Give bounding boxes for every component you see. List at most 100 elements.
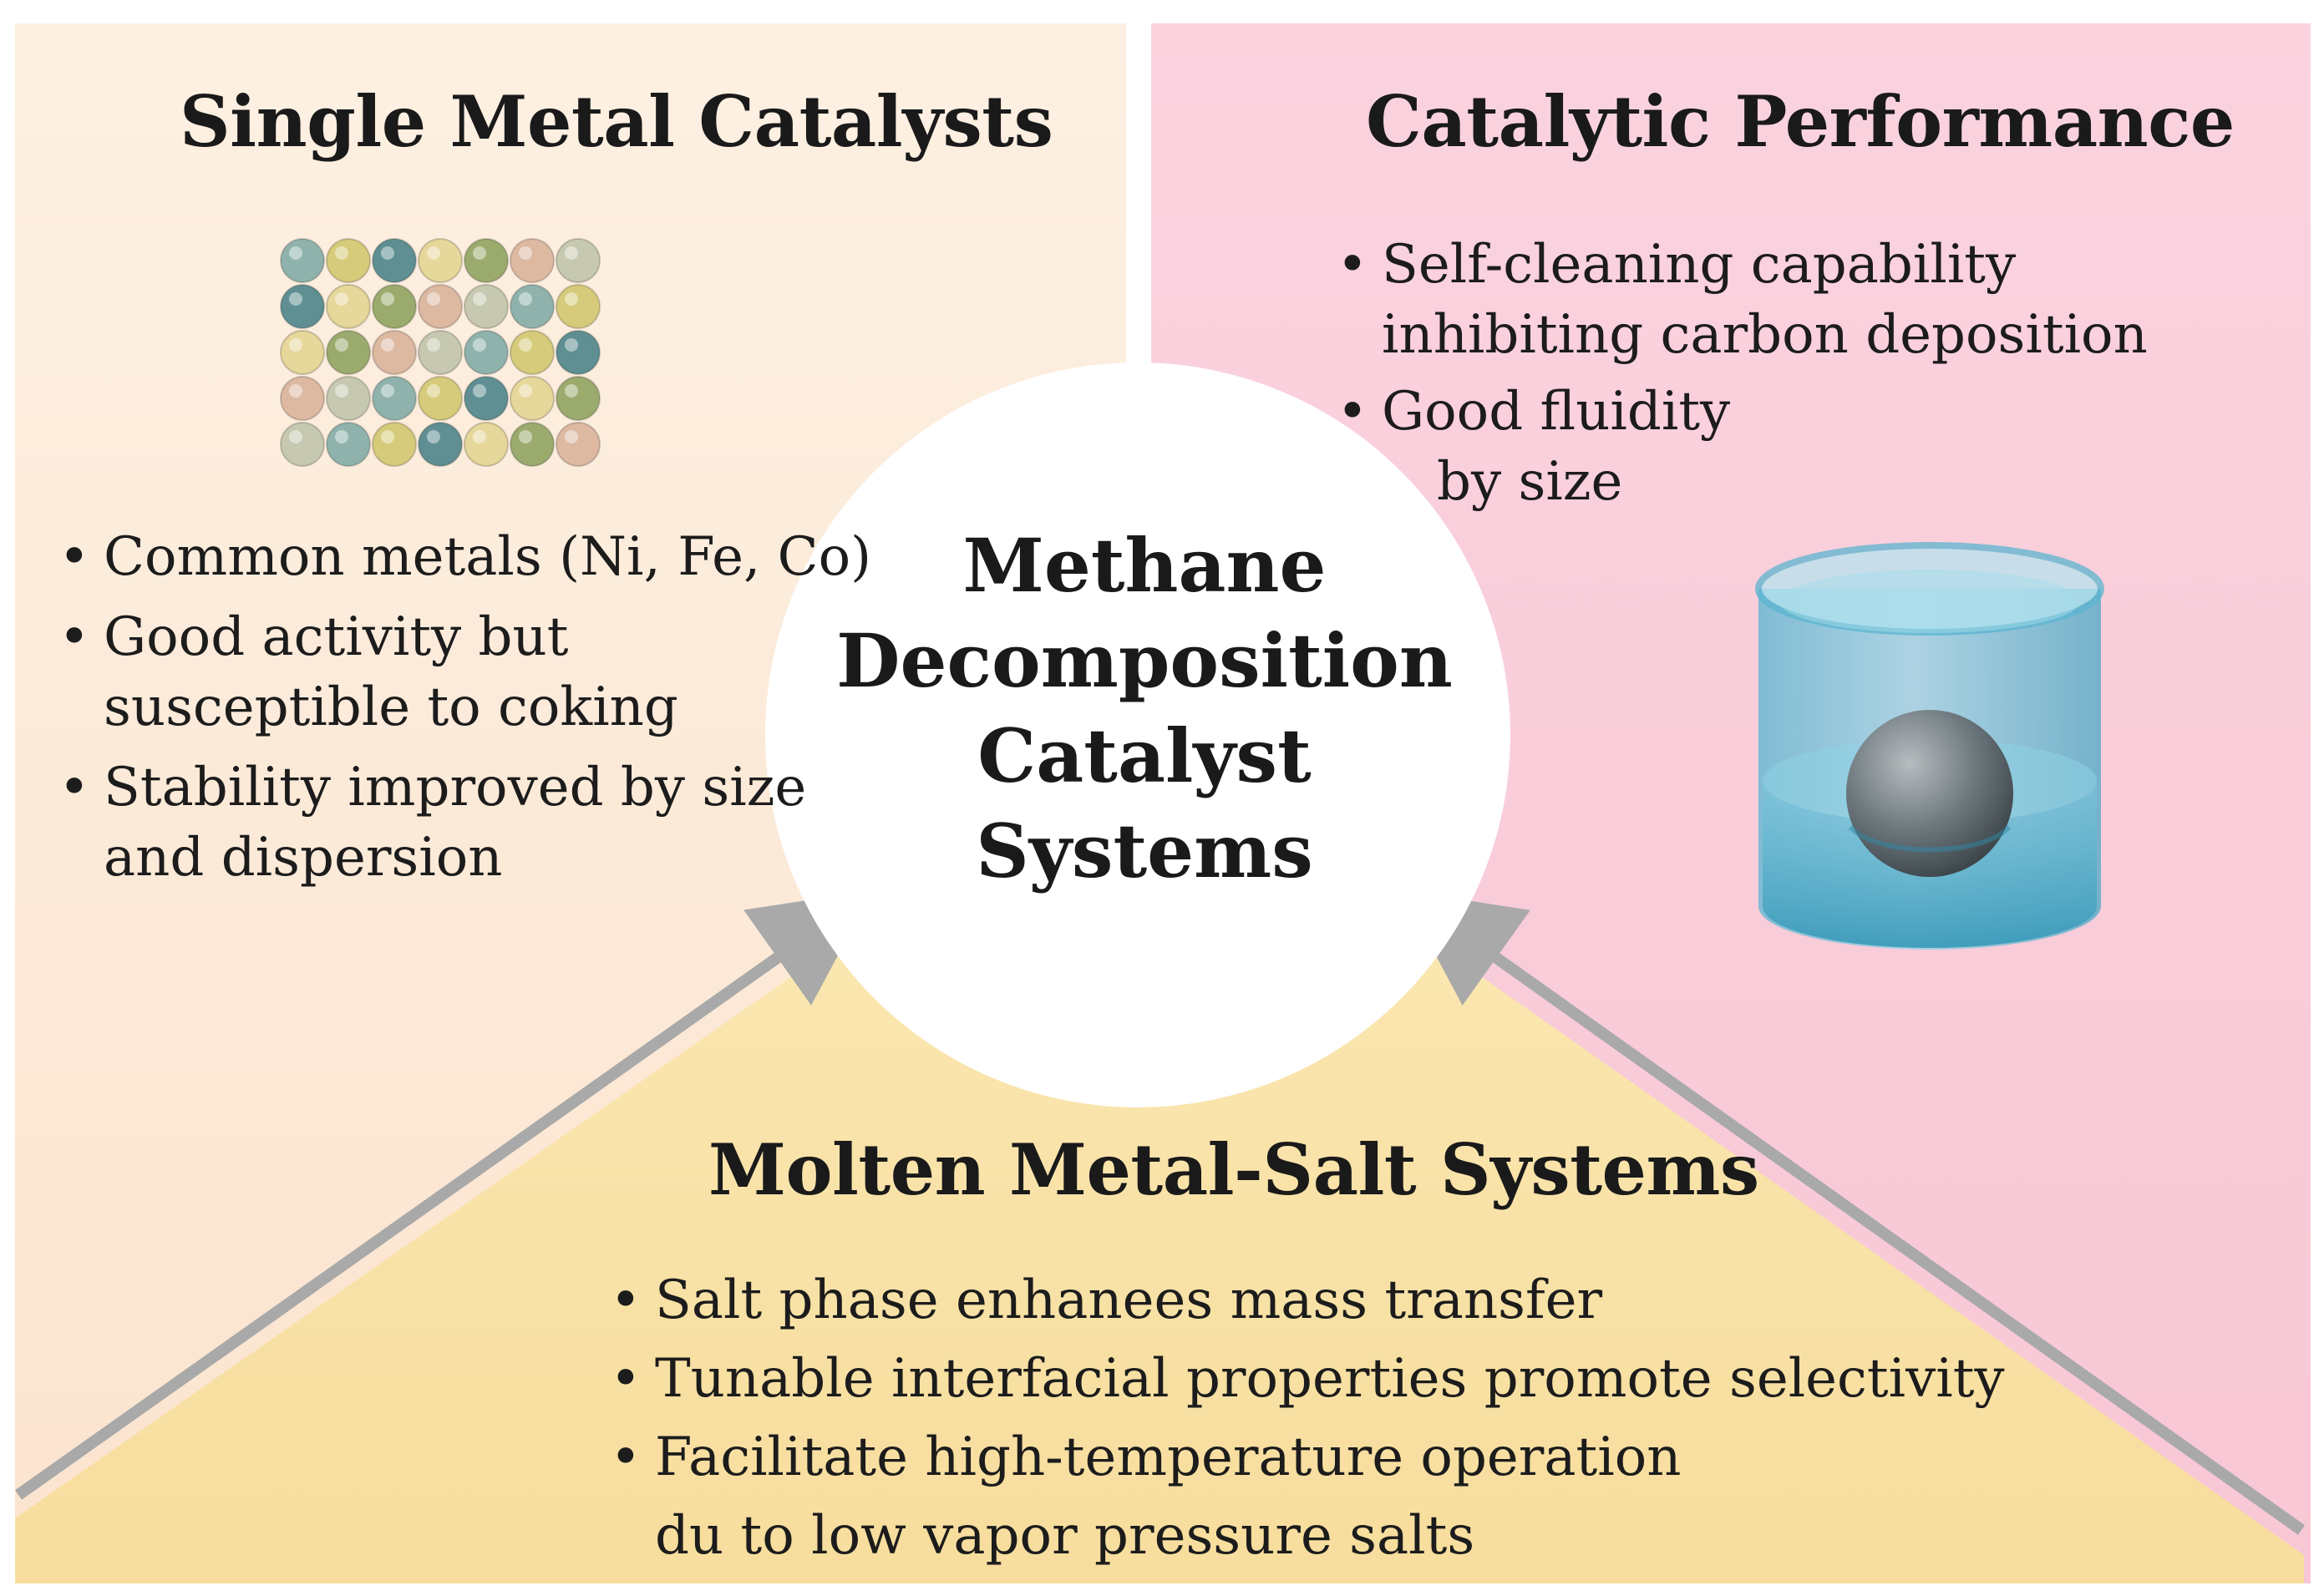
center-title-line: Catalyst <box>977 712 1312 799</box>
catalytic-performance-title: Catalytic Performance <box>1366 80 2235 163</box>
molten-salt-bullets: Salt phase enhanees mass transfer Tunabl… <box>610 1261 2005 1575</box>
metal-sphere-highlight <box>289 292 302 306</box>
bullet-line: susceptible to coking <box>104 676 678 738</box>
metal-sphere-highlight <box>381 384 394 398</box>
metal-sphere <box>372 422 417 467</box>
metal-sphere <box>280 422 325 467</box>
metal-sphere <box>464 422 509 467</box>
bullet-line: Good activity but <box>104 606 569 668</box>
metal-sphere-highlight <box>565 246 578 260</box>
metal-sphere-highlight <box>335 246 348 260</box>
bullet-item: Stability improved by size and dispersio… <box>58 752 871 893</box>
metal-sphere-highlight <box>335 384 348 398</box>
metal-sphere-highlight <box>519 246 532 260</box>
metal-sphere <box>280 238 325 283</box>
bullet-item: Self-cleaning capability inhibiting carb… <box>1337 230 2148 370</box>
metal-sphere <box>326 376 371 421</box>
bullet-item: Good fluidity by size <box>1337 377 2148 517</box>
bullet-line: Salt phase enhanees mass transfer <box>655 1269 1603 1331</box>
metal-sphere-highlight <box>381 246 394 260</box>
metal-sphere-highlight <box>519 292 532 306</box>
metal-sphere-highlight <box>289 338 302 352</box>
center-title: Methane Decomposition Catalyst Systems <box>835 518 1454 899</box>
metal-sphere <box>372 330 417 375</box>
metal-sphere-highlight <box>473 384 486 398</box>
metal-sphere <box>556 422 601 467</box>
single-metal-bullets: Common metals (Ni, Fe, Co) Good activity… <box>58 522 871 903</box>
metal-sphere-highlight <box>335 292 348 306</box>
metal-sphere <box>510 376 555 421</box>
bullet-line: Facilitate high-temperature operation <box>655 1426 1682 1488</box>
bullet-item: Salt phase enhanees mass transfer <box>610 1261 2005 1340</box>
bullet-item: Common metals (Ni, Fe, Co) <box>58 522 871 592</box>
metal-sphere-highlight <box>519 338 532 352</box>
metal-sphere-highlight <box>335 338 348 352</box>
metal-sphere-highlight <box>565 292 578 306</box>
metal-sphere-highlight <box>427 430 440 443</box>
molten-bath-with-sphere-icon <box>1755 542 2104 950</box>
metal-sphere <box>326 330 371 375</box>
metal-sphere <box>418 330 463 375</box>
metal-sphere <box>418 238 463 283</box>
bullet-line: Tunable interfacial properties promote s… <box>655 1348 2005 1410</box>
arrow-bottom-right <box>1401 889 2306 1535</box>
center-title-line: Systems <box>976 808 1313 894</box>
catalytic-performance-bullets: Self-cleaning capability inhibiting carb… <box>1337 230 2148 524</box>
metal-sphere-highlight <box>381 338 394 352</box>
single-metal-title: Single Metal Catalysts <box>180 80 1053 163</box>
center-title-line: Decomposition <box>836 617 1453 704</box>
metal-sphere <box>418 376 463 421</box>
metal-sphere-highlight <box>519 384 532 398</box>
metal-sphere <box>372 238 417 283</box>
metal-sphere <box>464 284 509 329</box>
metal-sphere <box>418 284 463 329</box>
metal-sphere <box>556 330 601 375</box>
bullet-item: Good activity but susceptible to coking <box>58 602 871 742</box>
metal-sphere-highlight <box>335 430 348 443</box>
arrow-bottom-left <box>14 889 873 1500</box>
metal-sphere <box>326 284 371 329</box>
bullet-line: Self-cleaning capability <box>1382 234 2017 296</box>
metal-sphere-highlight <box>427 246 440 260</box>
bullet-line: by size <box>1437 451 1623 513</box>
metal-sphere-highlight <box>289 430 302 443</box>
metal-sphere <box>556 284 601 329</box>
metal-sphere <box>510 422 555 467</box>
metal-sphere-highlight <box>381 430 394 443</box>
center-circle <box>765 362 1510 1107</box>
metal-sphere-highlight <box>473 292 486 306</box>
metal-sphere <box>280 376 325 421</box>
metal-sphere-highlight <box>427 338 440 352</box>
bullet-line: Stability improved by size <box>104 757 807 818</box>
metal-sphere-highlight <box>289 246 302 260</box>
metal-sphere <box>464 376 509 421</box>
metal-sphere-highlight <box>565 338 578 352</box>
metal-sphere-highlight <box>427 292 440 306</box>
metal-sphere <box>464 238 509 283</box>
metal-sphere <box>510 330 555 375</box>
metal-sphere <box>418 422 463 467</box>
bullet-item: Facilitate high-temperature operation du… <box>610 1418 2005 1575</box>
metal-sphere <box>510 284 555 329</box>
metal-sphere-highlight <box>519 430 532 443</box>
bullet-line: and dispersion <box>104 827 503 889</box>
metal-sphere-highlight <box>289 384 302 398</box>
metal-sphere <box>510 238 555 283</box>
metal-sphere <box>372 284 417 329</box>
metal-sphere-highlight <box>565 430 578 443</box>
metal-sphere-highlight <box>565 384 578 398</box>
metal-sphere-lattice-icon <box>280 238 601 467</box>
bullet-line: Common metals (Ni, Fe, Co) <box>104 526 872 588</box>
center-title-line: Methane <box>962 522 1327 609</box>
bullet-item: Tunable interfacial properties promote s… <box>610 1340 2005 1418</box>
metal-sphere <box>556 238 601 283</box>
metal-sphere <box>280 330 325 375</box>
metal-sphere <box>326 422 371 467</box>
metal-sphere-highlight <box>427 384 440 398</box>
metal-sphere <box>372 376 417 421</box>
metal-sphere <box>556 376 601 421</box>
molten-salt-title: Molten Metal-Salt Systems <box>708 1128 1759 1211</box>
metal-sphere <box>326 238 371 283</box>
bullet-line: Good fluidity <box>1382 381 1731 443</box>
